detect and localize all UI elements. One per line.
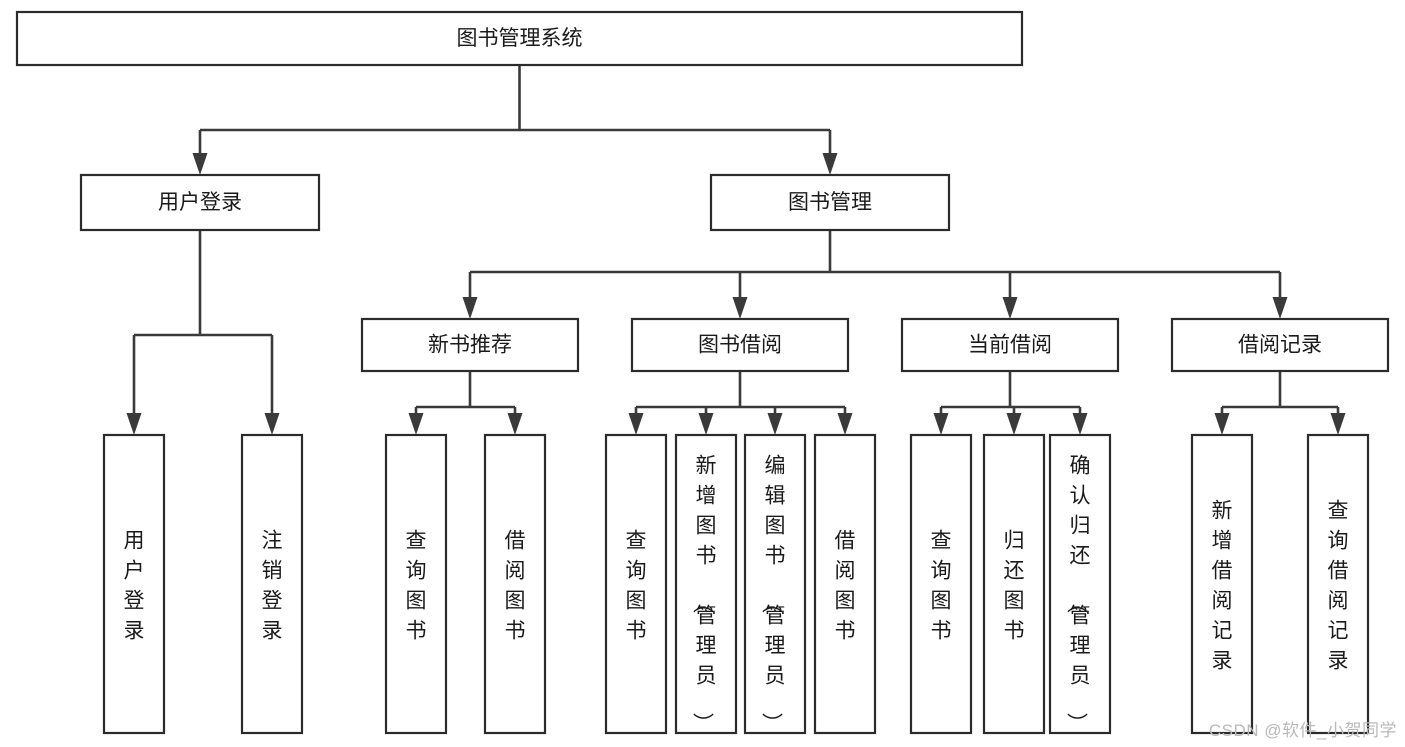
node-book-manage[interactable]: 图书管理 [709, 173, 951, 232]
node-box-leaf-confirm-return[interactable] [1048, 433, 1112, 735]
node-box-root[interactable] [15, 10, 1024, 67]
node-box-new-book-recommend[interactable] [360, 317, 580, 373]
connectors-layer [126, 65, 1346, 435]
node-label-leaf-borrow-book-2: 借阅图书 [835, 529, 856, 642]
node-label-leaf-query-book-1: 查询图书 [406, 529, 427, 642]
node-box-leaf-query-book-1[interactable] [384, 433, 448, 735]
connector-group-root-to-level2 [192, 65, 838, 175]
node-leaf-add-book[interactable]: 新增图书（管理员） [674, 433, 738, 735]
node-label-leaf-add-book: 新增图书（管理员） [691, 454, 717, 733]
node-leaf-add-record[interactable]: 新增借阅记录 [1190, 433, 1254, 735]
connector-group-borrow-to-leaves [628, 371, 853, 435]
node-label-leaf-user-login: 用户登录 [124, 529, 145, 642]
node-user-login[interactable]: 用户登录 [79, 173, 321, 232]
node-box-book-manage[interactable] [709, 173, 951, 232]
node-label-leaf-query-record: 查询借阅记录 [1328, 499, 1349, 672]
node-root[interactable]: 图书管理系统 [15, 10, 1024, 67]
node-label-user-login: 用户登录 [158, 191, 242, 214]
connector-group-record-to-leaves [1214, 371, 1346, 435]
node-box-leaf-borrow-book-1[interactable] [483, 433, 547, 735]
node-leaf-borrow-book-2[interactable]: 借阅图书 [813, 433, 877, 735]
node-label-leaf-query-book-3: 查询图书 [931, 529, 952, 642]
node-box-book-borrow[interactable] [630, 317, 850, 373]
node-leaf-user-login[interactable]: 用户登录 [102, 433, 166, 735]
node-label-leaf-query-book-2: 查询图书 [626, 529, 647, 642]
node-label-leaf-add-record: 新增借阅记录 [1212, 499, 1233, 672]
node-box-leaf-borrow-book-2[interactable] [813, 433, 877, 735]
node-leaf-confirm-return[interactable]: 确认归还（管理员） [1048, 433, 1112, 735]
connector-group-current-to-leaves [933, 371, 1088, 435]
nodes-layer: 图书管理系统用户登录图书管理新书推荐图书借阅当前借阅借阅记录用户登录注销登录查询… [15, 10, 1390, 735]
node-box-leaf-query-book-2[interactable] [604, 433, 668, 735]
node-label-leaf-confirm-return: 确认归还（管理员） [1065, 454, 1091, 733]
node-label-book-manage: 图书管理 [788, 191, 872, 214]
node-box-leaf-add-book[interactable] [674, 433, 738, 735]
node-label-current-borrow: 当前借阅 [968, 334, 1052, 357]
node-box-user-login[interactable] [79, 173, 321, 232]
node-label-root: 图书管理系统 [457, 27, 583, 50]
node-leaf-query-book-3[interactable]: 查询图书 [909, 433, 973, 735]
node-label-leaf-edit-book: 编辑图书（管理员） [760, 454, 786, 733]
connector-group-book-manage-to-level3 [462, 230, 1288, 319]
node-leaf-user-logout[interactable]: 注销登录 [240, 433, 304, 735]
node-leaf-edit-book[interactable]: 编辑图书（管理员） [743, 433, 807, 735]
node-leaf-return-book[interactable]: 归还图书 [982, 433, 1046, 735]
node-box-borrow-record[interactable] [1170, 317, 1390, 373]
connector-group-user-login-to-leaves [126, 230, 280, 435]
node-label-leaf-user-logout: 注销登录 [262, 529, 283, 642]
node-borrow-record[interactable]: 借阅记录 [1170, 317, 1390, 373]
node-leaf-query-book-1[interactable]: 查询图书 [384, 433, 448, 735]
node-leaf-borrow-book-1[interactable]: 借阅图书 [483, 433, 547, 735]
node-box-leaf-return-book[interactable] [982, 433, 1046, 735]
node-box-leaf-user-logout[interactable] [240, 433, 304, 735]
node-current-borrow[interactable]: 当前借阅 [900, 317, 1120, 373]
node-new-book-recommend[interactable]: 新书推荐 [360, 317, 580, 373]
node-label-new-book-recommend: 新书推荐 [428, 334, 512, 357]
node-box-leaf-add-record[interactable] [1190, 433, 1254, 735]
node-label-leaf-return-book: 归还图书 [1004, 529, 1025, 642]
node-box-leaf-query-book-3[interactable] [909, 433, 973, 735]
node-box-leaf-query-record[interactable] [1306, 433, 1370, 735]
node-label-borrow-record: 借阅记录 [1238, 334, 1322, 357]
node-leaf-query-book-2[interactable]: 查询图书 [604, 433, 668, 735]
node-box-current-borrow[interactable] [900, 317, 1120, 373]
node-book-borrow[interactable]: 图书借阅 [630, 317, 850, 373]
node-label-leaf-borrow-book-1: 借阅图书 [505, 529, 526, 642]
node-label-book-borrow: 图书借阅 [698, 334, 782, 357]
connector-group-recommend-to-leaves [408, 371, 523, 435]
node-box-leaf-user-login[interactable] [102, 433, 166, 735]
node-box-leaf-edit-book[interactable] [743, 433, 807, 735]
node-leaf-query-record[interactable]: 查询借阅记录 [1306, 433, 1370, 735]
